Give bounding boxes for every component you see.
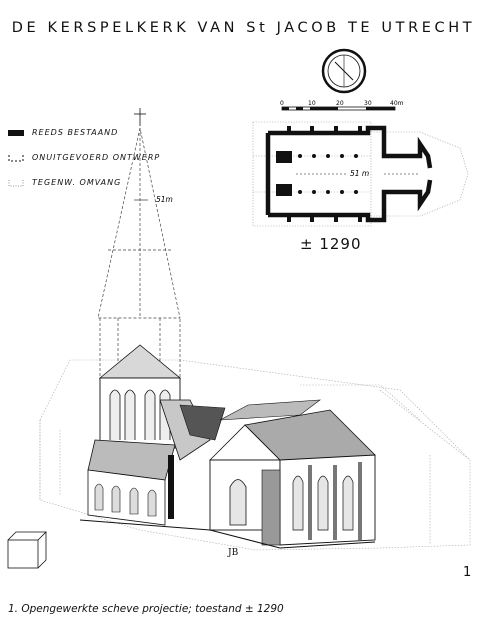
plan-current-extent — [252, 121, 469, 227]
plan-length-label: 51 m — [350, 169, 369, 178]
legend-item-current: TEGENW. OMVANG — [8, 178, 121, 187]
figure-caption: 1. Opengewerkte scheve projectie; toesta… — [8, 603, 284, 615]
floor-plan: 51 m — [252, 121, 469, 227]
plan-tower-block — [276, 184, 292, 196]
circular-plan-icon — [321, 48, 367, 94]
existing-wall-segment — [168, 455, 174, 519]
scale-tick: 10 — [308, 100, 316, 107]
nave — [87, 399, 226, 526]
plan-existing-walls — [265, 125, 433, 223]
scale-tick: 40m — [390, 100, 404, 107]
aisle-windows — [94, 483, 157, 517]
church-projection: 51m — [7, 108, 471, 569]
unexecuted-spire — [97, 127, 181, 381]
choir — [244, 409, 376, 546]
plan-tower-block — [276, 151, 292, 163]
legend-label: REEDS BESTAAND — [32, 128, 119, 137]
figure-number: 1 — [463, 565, 472, 580]
spire-cross-icon — [134, 108, 146, 126]
legend-swatch-dotted — [8, 179, 24, 186]
legend-item-unexecuted: ONUITGEVOERD ONTWERP — [8, 153, 160, 162]
date-label: ± 1290 — [300, 235, 362, 253]
tower-height-label: 51m — [156, 195, 173, 204]
plan-buttresses — [287, 126, 362, 222]
legend-label: TEGENW. OMVANG — [32, 178, 122, 187]
tower — [98, 344, 182, 449]
legend-label: ONUITGEVOERD ONTWERP — [32, 153, 161, 162]
scale-bar: 0 10 20 30 40m — [280, 100, 404, 111]
legend-swatch-dashed — [8, 154, 24, 161]
cube-icon — [7, 531, 47, 569]
scale-tick: 30 — [364, 100, 372, 107]
legend-item-existing: REEDS BESTAAND — [8, 128, 118, 137]
current-extent-outline — [39, 359, 471, 551]
scale-tick: 0 — [280, 100, 284, 107]
legend-swatch-solid — [8, 129, 24, 136]
page-title: DE KERSPELKERK VAN St JACOB TE UTRECHT — [11, 20, 476, 36]
scale-tick: 20 — [336, 100, 344, 107]
artist-signature: JB — [228, 548, 239, 558]
plan-pillars — [298, 154, 358, 194]
